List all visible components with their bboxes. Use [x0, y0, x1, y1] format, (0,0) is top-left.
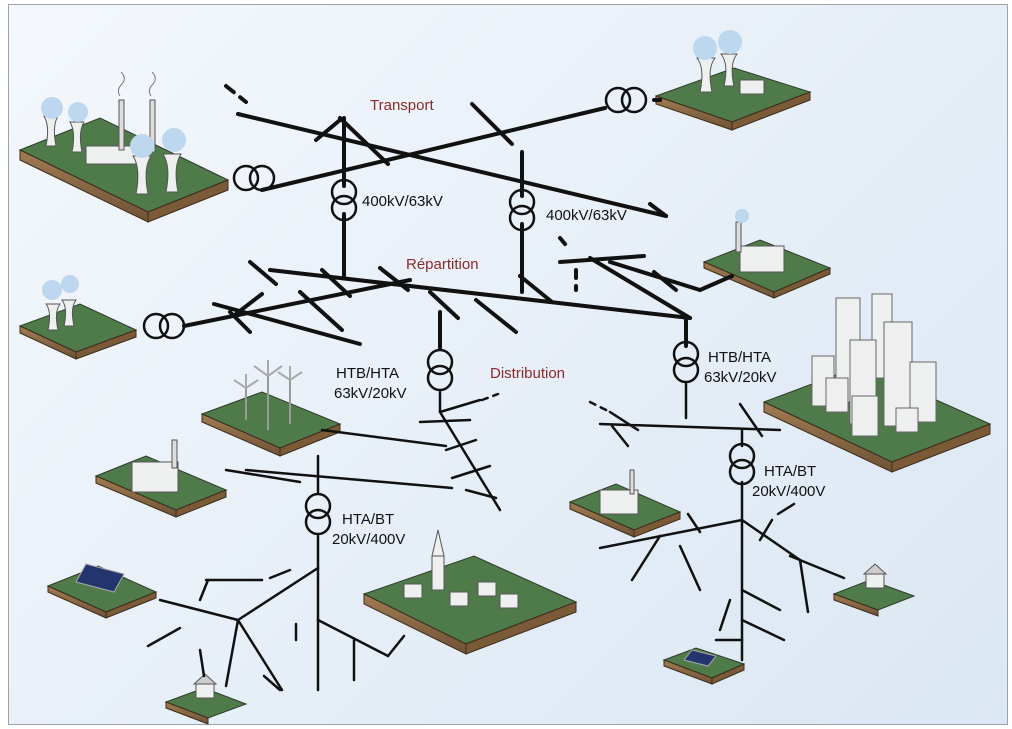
- transformer-label: HTA/BT: [342, 511, 394, 528]
- transformer-label: 63kV/20kV: [334, 385, 407, 402]
- transformer-label: 20kV/400V: [752, 483, 825, 500]
- factory-icon: [702, 209, 832, 299]
- repartition-network: [182, 236, 734, 350]
- section-label-transport: Transport: [370, 97, 434, 114]
- transformer-icon: [672, 340, 700, 384]
- transport-network: [224, 84, 668, 294]
- transformer-icon: [232, 164, 276, 192]
- transformer-icon: [728, 442, 756, 486]
- transformer-label: 400kV/63kV: [362, 193, 443, 210]
- wind-farm-icon: [200, 360, 342, 457]
- section-label-repartition: Répartition: [406, 256, 479, 273]
- factory-icon: [568, 469, 682, 538]
- transformer-icon: [142, 312, 186, 340]
- thermal-plant-icon: [18, 71, 230, 223]
- house-icon: [832, 563, 916, 617]
- solar-panel-icon: [662, 647, 746, 685]
- transformer-label: 63kV/20kV: [704, 369, 777, 386]
- transformer-label: HTA/BT: [764, 463, 816, 480]
- transformer-icon: [508, 188, 536, 232]
- village-icon: [362, 529, 578, 655]
- factory-icon: [94, 439, 228, 518]
- power-station-icon: [18, 275, 138, 360]
- section-label-distribution: Distribution: [490, 365, 565, 382]
- transformer-label: 20kV/400V: [332, 531, 405, 548]
- transformer-icon: [426, 348, 454, 392]
- transformer-icon: [604, 86, 648, 114]
- nuclear-plant-icon: [654, 30, 812, 131]
- transformer-label: 400kV/63kV: [546, 207, 627, 224]
- city-icon: [762, 293, 992, 473]
- distribution-network: [146, 382, 846, 692]
- transformer-label: HTB/HTA: [336, 365, 399, 382]
- solar-panel-icon: [46, 563, 158, 619]
- transformer-label: HTB/HTA: [708, 349, 771, 366]
- transformer-icon: [304, 492, 332, 536]
- transformer-icon: [330, 178, 358, 222]
- house-icon: [164, 673, 248, 725]
